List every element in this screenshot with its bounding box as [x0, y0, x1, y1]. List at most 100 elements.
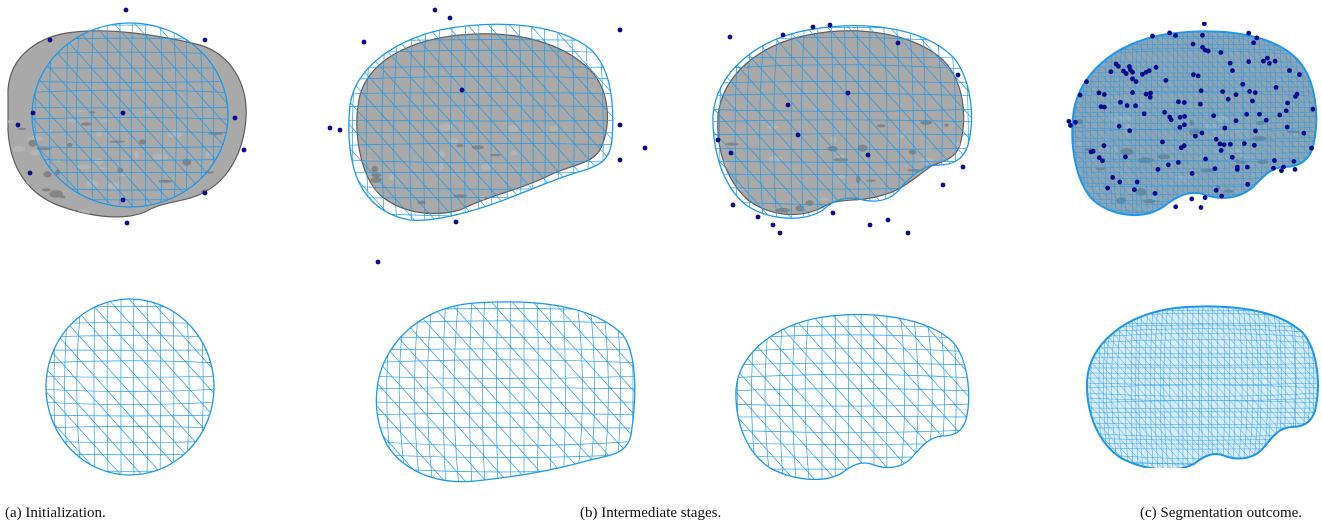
landmark-point	[327, 125, 333, 131]
landmark-point	[1077, 92, 1083, 98]
landmark-point	[1130, 90, 1135, 95]
landmark-point	[1160, 139, 1165, 145]
landmark-point	[1163, 77, 1169, 83]
landmark-point	[1260, 58, 1266, 64]
landmark-point	[1246, 59, 1252, 65]
landmark-point	[1272, 158, 1277, 163]
landmark-point	[1150, 33, 1155, 39]
landmark-point	[1121, 68, 1126, 74]
landmark-point	[780, 32, 786, 38]
landmark-point	[1253, 128, 1258, 134]
panel-b1-bottom-mesh	[365, 295, 640, 487]
landmark-point	[1233, 92, 1239, 98]
landmark-point	[845, 90, 851, 96]
landmark-point	[642, 145, 648, 151]
panel-a-bottom-mesh	[40, 295, 220, 480]
landmark-point	[1133, 103, 1138, 109]
landmark-point	[1118, 99, 1123, 105]
landmark-point	[1190, 41, 1196, 47]
landmark-point	[770, 222, 776, 228]
landmark-point	[1284, 124, 1290, 130]
landmark-point	[1108, 69, 1114, 75]
landmark-point	[1182, 122, 1187, 128]
landmark-point	[1285, 100, 1290, 106]
landmark-point	[1241, 141, 1247, 146]
sphere-mesh	[45, 298, 215, 476]
initial-sphere-mesh-image	[45, 298, 215, 476]
caption-b: (b) Intermediate stages.	[580, 505, 722, 521]
landmark-point	[1177, 114, 1183, 120]
landmark-point	[1230, 68, 1235, 74]
landmark-point	[940, 182, 946, 188]
landmark-point	[960, 164, 966, 170]
landmark-point	[617, 122, 623, 128]
landmark-point	[795, 132, 801, 138]
landmark-point	[1251, 142, 1257, 148]
landmark-point	[1221, 142, 1227, 148]
landmark-point	[459, 87, 465, 93]
landmark-point	[1167, 30, 1173, 36]
landmark-point	[895, 40, 901, 46]
landmark-point	[730, 202, 736, 208]
landmark-point	[1254, 35, 1260, 41]
landmark-point	[1202, 195, 1208, 201]
landmark-point	[1272, 58, 1278, 64]
landmark-point	[1213, 136, 1219, 142]
landmark-point	[337, 127, 343, 133]
brain-overlay-stage1-image	[327, 7, 648, 265]
landmark-point	[1127, 67, 1133, 73]
landmark-point	[27, 170, 33, 176]
landmark-point	[1251, 40, 1257, 46]
landmark-point	[1178, 145, 1184, 151]
landmark-point	[1165, 162, 1171, 168]
landmark-point	[1140, 71, 1145, 77]
landmark-point	[1227, 141, 1233, 147]
landmark-point	[1218, 148, 1224, 153]
landmark-point	[1096, 155, 1102, 161]
landmark-point	[1073, 119, 1078, 125]
landmark-point	[1084, 79, 1089, 85]
landmark-point	[124, 220, 130, 226]
landmark-point	[1191, 72, 1196, 78]
landmark-point	[1257, 111, 1262, 117]
landmark-point	[202, 190, 208, 196]
landmark-point	[1244, 164, 1250, 170]
landmark-point	[123, 7, 129, 13]
landmark-point	[1088, 149, 1094, 155]
landmark-point	[1202, 47, 1208, 53]
landmark-point	[1200, 32, 1205, 38]
landmark-point	[617, 157, 623, 163]
landmark-point	[727, 34, 733, 40]
panel-c-top-overlay	[1058, 22, 1322, 234]
landmark-point	[1134, 179, 1140, 185]
landmark-point	[755, 214, 761, 220]
landmark-point	[1244, 111, 1250, 117]
landmark-point	[1177, 124, 1183, 130]
landmark-point	[1110, 175, 1116, 180]
landmark-point	[1124, 103, 1130, 108]
landmark-point	[1105, 185, 1111, 191]
landmark-point	[1301, 130, 1307, 136]
stage1-mesh-image	[375, 301, 636, 483]
landmark-point	[1175, 159, 1181, 165]
landmark-point	[1101, 92, 1107, 97]
landmark-point	[1130, 76, 1135, 82]
landmark-point	[1217, 141, 1223, 147]
landmark-point	[447, 15, 453, 21]
stage2-mesh-image	[735, 313, 970, 480]
landmark-point	[1155, 166, 1161, 172]
brain-overlay-final-image	[1066, 22, 1318, 217]
landmark-point	[1240, 81, 1246, 87]
landmark-point	[905, 230, 911, 236]
landmark-point	[1222, 125, 1228, 131]
landmark-point	[1147, 94, 1153, 100]
landmark-point	[1246, 30, 1252, 36]
landmark-point	[885, 217, 891, 223]
landmark-point	[1153, 64, 1159, 70]
landmark-point	[1271, 165, 1276, 171]
landmark-point	[1189, 171, 1195, 176]
landmark-point	[1218, 50, 1224, 55]
panel-b2-bottom-mesh	[728, 310, 973, 480]
landmark-point	[30, 110, 36, 116]
landmark-points	[1066, 22, 1316, 210]
